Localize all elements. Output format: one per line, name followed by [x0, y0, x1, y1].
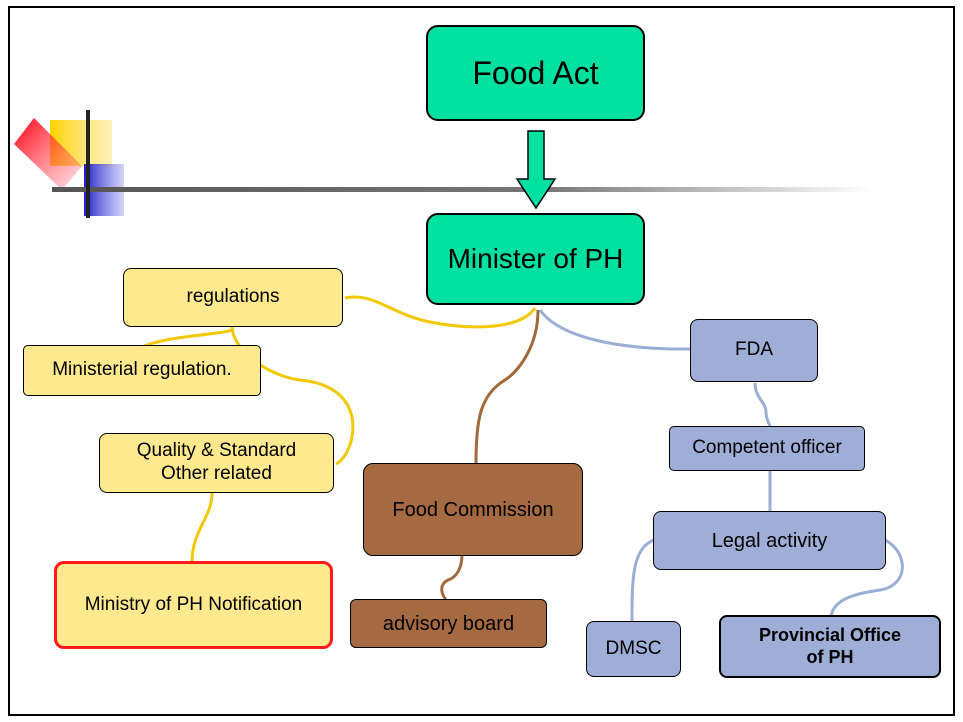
- node-advisory-board-label: advisory board: [382, 612, 515, 635]
- node-food-commission-label: Food Commission: [392, 498, 554, 521]
- node-advisory-board: advisory board: [350, 599, 547, 648]
- node-ministry-notification: Ministry of PH Notification: [54, 561, 333, 649]
- node-ministerial-regulation-label: Ministerial regulation.: [52, 359, 232, 381]
- node-ministry-notification-label: Ministry of PH Notification: [84, 593, 303, 615]
- node-minister-label: Minister of PH: [447, 243, 624, 275]
- node-dmsc: DMSC: [586, 621, 681, 677]
- node-quality-standard: Quality & Standard Other related: [99, 433, 334, 493]
- node-minister-of-ph: Minister of PH: [426, 213, 645, 305]
- decor-vertical-rule: [86, 110, 90, 218]
- node-fda: FDA: [690, 319, 818, 382]
- node-dmsc-label: DMSC: [605, 637, 662, 659]
- node-legal-activity-label: Legal activity: [711, 529, 828, 552]
- node-regulations: regulations: [123, 268, 343, 327]
- node-regulations-label: regulations: [186, 286, 280, 308]
- node-competent-officer: Competent officer: [669, 426, 865, 471]
- slide-logo-decoration: [14, 108, 124, 220]
- node-food-act: Food Act: [426, 25, 645, 121]
- node-provincial-office: Provincial Office of PH: [719, 615, 941, 678]
- node-ministerial-regulation: Ministerial regulation.: [23, 345, 261, 396]
- node-competent-officer-label: Competent officer: [692, 437, 842, 459]
- node-quality-standard-line2: Other related: [161, 463, 272, 484]
- node-food-act-label: Food Act: [472, 54, 599, 91]
- node-provincial-office-line2: of PH: [806, 646, 854, 667]
- node-provincial-office-line1: Provincial Office: [758, 624, 902, 645]
- decor-horizontal-rule: [52, 187, 872, 192]
- node-legal-activity: Legal activity: [653, 511, 886, 570]
- node-food-commission: Food Commission: [363, 463, 583, 556]
- node-fda-label: FDA: [735, 339, 773, 361]
- node-quality-standard-line1: Quality & Standard: [136, 440, 297, 462]
